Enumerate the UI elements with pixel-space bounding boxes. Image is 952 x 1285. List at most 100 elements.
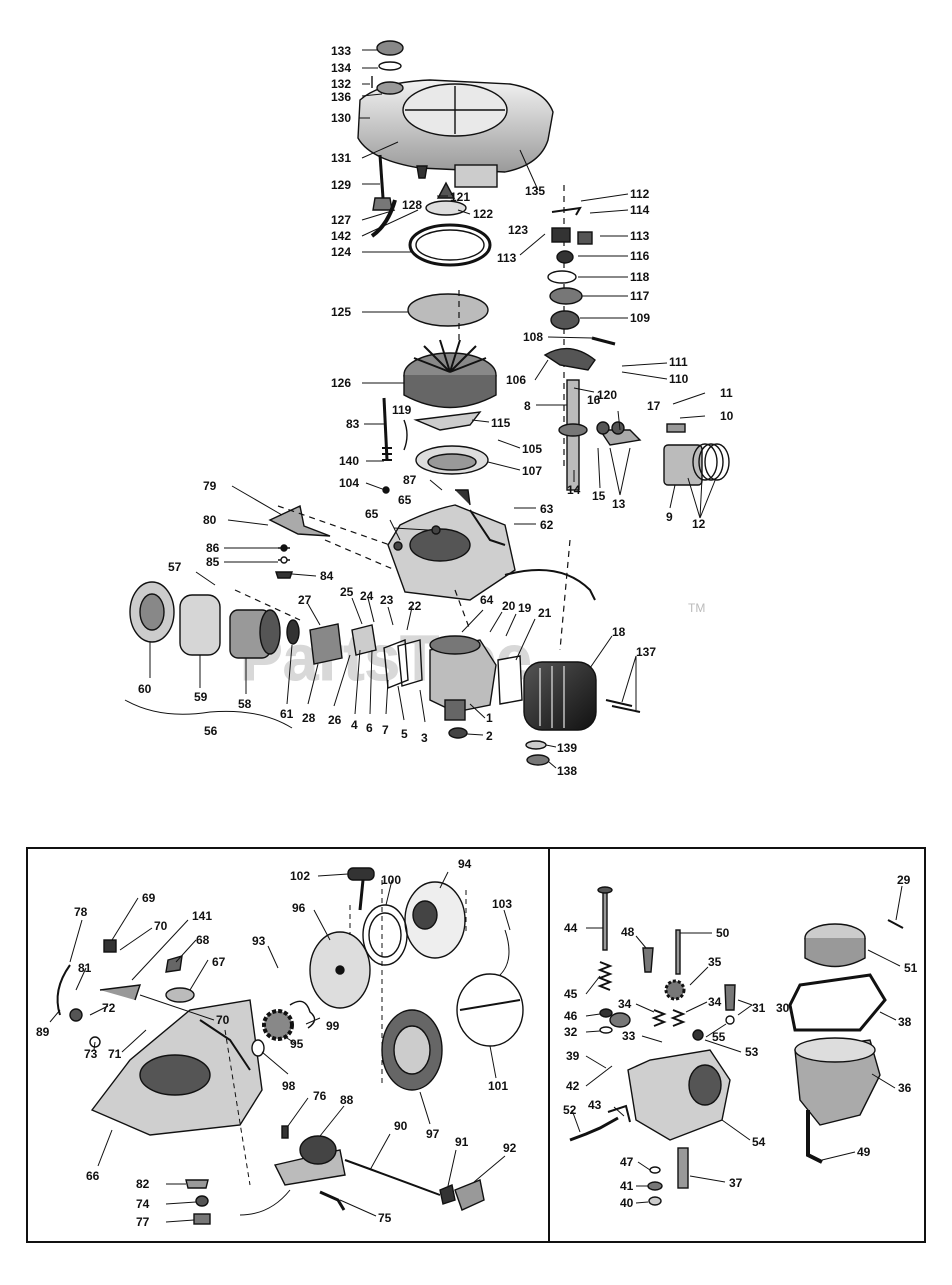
label-128: 128 xyxy=(402,198,422,212)
label-103: 103 xyxy=(492,897,512,911)
frame-right xyxy=(548,847,926,1243)
label-129: 129 xyxy=(331,178,351,192)
label-35: 35 xyxy=(708,955,722,969)
label-111: 111 xyxy=(669,355,688,369)
cylinder xyxy=(429,639,497,713)
label-11: 11 xyxy=(720,386,733,400)
label-101: 101 xyxy=(488,1079,508,1093)
piston xyxy=(663,444,703,486)
label-91: 91 xyxy=(455,1135,469,1149)
label-108: 108 xyxy=(523,330,543,344)
throttle-bracket xyxy=(268,504,331,537)
label-14: 14 xyxy=(567,483,581,497)
label-127: 127 xyxy=(331,213,351,227)
label-118: 118 xyxy=(630,270,650,284)
muffler xyxy=(523,661,597,731)
push-rod xyxy=(382,397,389,461)
label-17: 17 xyxy=(647,399,661,413)
label-62: 62 xyxy=(540,518,554,532)
label-122: 122 xyxy=(473,207,493,221)
label-107: 107 xyxy=(522,464,542,478)
label-142: 142 xyxy=(331,229,351,243)
part-labels: 133 134 132 136 130 131 135 129 128 121 … xyxy=(36,44,918,1229)
spring-34a xyxy=(651,1009,667,1027)
fuel-pipe-49 xyxy=(806,1110,823,1164)
label-79: 79 xyxy=(203,479,217,493)
label-126: 126 xyxy=(331,376,351,390)
label-34a: 34 xyxy=(618,997,632,1011)
label-50: 50 xyxy=(716,926,730,940)
label-7: 7 xyxy=(382,723,389,737)
label-98: 98 xyxy=(282,1079,296,1093)
label-58: 58 xyxy=(238,697,252,711)
tank-cap xyxy=(376,40,404,56)
label-124: 124 xyxy=(331,245,351,259)
spring-plate xyxy=(413,411,482,431)
label-64: 64 xyxy=(480,593,494,607)
label-136: 136 xyxy=(331,90,351,104)
label-25: 25 xyxy=(340,585,354,599)
label-54: 54 xyxy=(752,1135,766,1149)
label-9: 9 xyxy=(666,510,673,524)
label-131: 131 xyxy=(331,151,351,165)
label-29: 29 xyxy=(897,873,911,887)
label-110: 110 xyxy=(669,372,689,386)
spark-boot-92 xyxy=(454,1179,485,1211)
spring-34b xyxy=(670,1009,686,1027)
label-28: 28 xyxy=(302,711,316,725)
label-100: 100 xyxy=(381,873,401,887)
filter-disc xyxy=(407,293,489,327)
label-32: 32 xyxy=(564,1025,578,1039)
label-96: 96 xyxy=(292,901,306,915)
throttle-cable xyxy=(504,569,596,601)
screw-44 xyxy=(602,889,608,951)
label-41: 41 xyxy=(620,1179,634,1193)
starter-rope-100 xyxy=(362,904,408,966)
label-132: 132 xyxy=(331,77,351,91)
bearing-117 xyxy=(549,287,583,305)
label-92: 92 xyxy=(503,1141,517,1155)
label-57: 57 xyxy=(168,560,182,574)
lower-right-carburetor xyxy=(569,886,904,1206)
label-66: 66 xyxy=(86,1169,100,1183)
label-141: 141 xyxy=(192,909,212,923)
label-67: 67 xyxy=(212,955,226,969)
gasket-38 xyxy=(788,973,887,1032)
label-102: 102 xyxy=(290,869,310,883)
label-40: 40 xyxy=(620,1196,634,1210)
label-42: 42 xyxy=(566,1079,580,1093)
label-36: 36 xyxy=(898,1081,912,1095)
label-46: 46 xyxy=(564,1009,578,1023)
fuel-line-56 xyxy=(124,699,293,729)
label-130: 130 xyxy=(331,111,351,125)
label-27: 27 xyxy=(298,593,312,607)
label-21: 21 xyxy=(538,606,552,620)
label-75: 75 xyxy=(378,1211,392,1225)
label-37: 37 xyxy=(729,1176,743,1190)
label-2: 2 xyxy=(486,729,493,743)
label-47: 47 xyxy=(620,1155,634,1169)
label-83: 83 xyxy=(346,417,360,431)
valve-cone xyxy=(436,181,456,199)
label-6: 6 xyxy=(366,721,373,735)
gasket-61 xyxy=(286,619,300,645)
label-112: 112 xyxy=(630,187,650,201)
label-104: 104 xyxy=(339,476,359,490)
label-77: 77 xyxy=(136,1215,150,1229)
label-8: 8 xyxy=(524,399,531,413)
label-72: 72 xyxy=(102,1001,116,1015)
nut-2 xyxy=(448,727,468,739)
air-filter-element xyxy=(179,594,221,656)
label-5: 5 xyxy=(401,727,408,741)
label-45: 45 xyxy=(564,987,578,1001)
nut-138 xyxy=(526,754,550,766)
crank-flywheel-key xyxy=(543,347,596,371)
label-49: 49 xyxy=(857,1145,871,1159)
label-22: 22 xyxy=(408,599,422,613)
label-23: 23 xyxy=(380,593,394,607)
label-134: 134 xyxy=(331,61,351,75)
label-53: 53 xyxy=(745,1045,759,1059)
label-24: 24 xyxy=(360,589,374,603)
needle-48 xyxy=(642,947,654,973)
